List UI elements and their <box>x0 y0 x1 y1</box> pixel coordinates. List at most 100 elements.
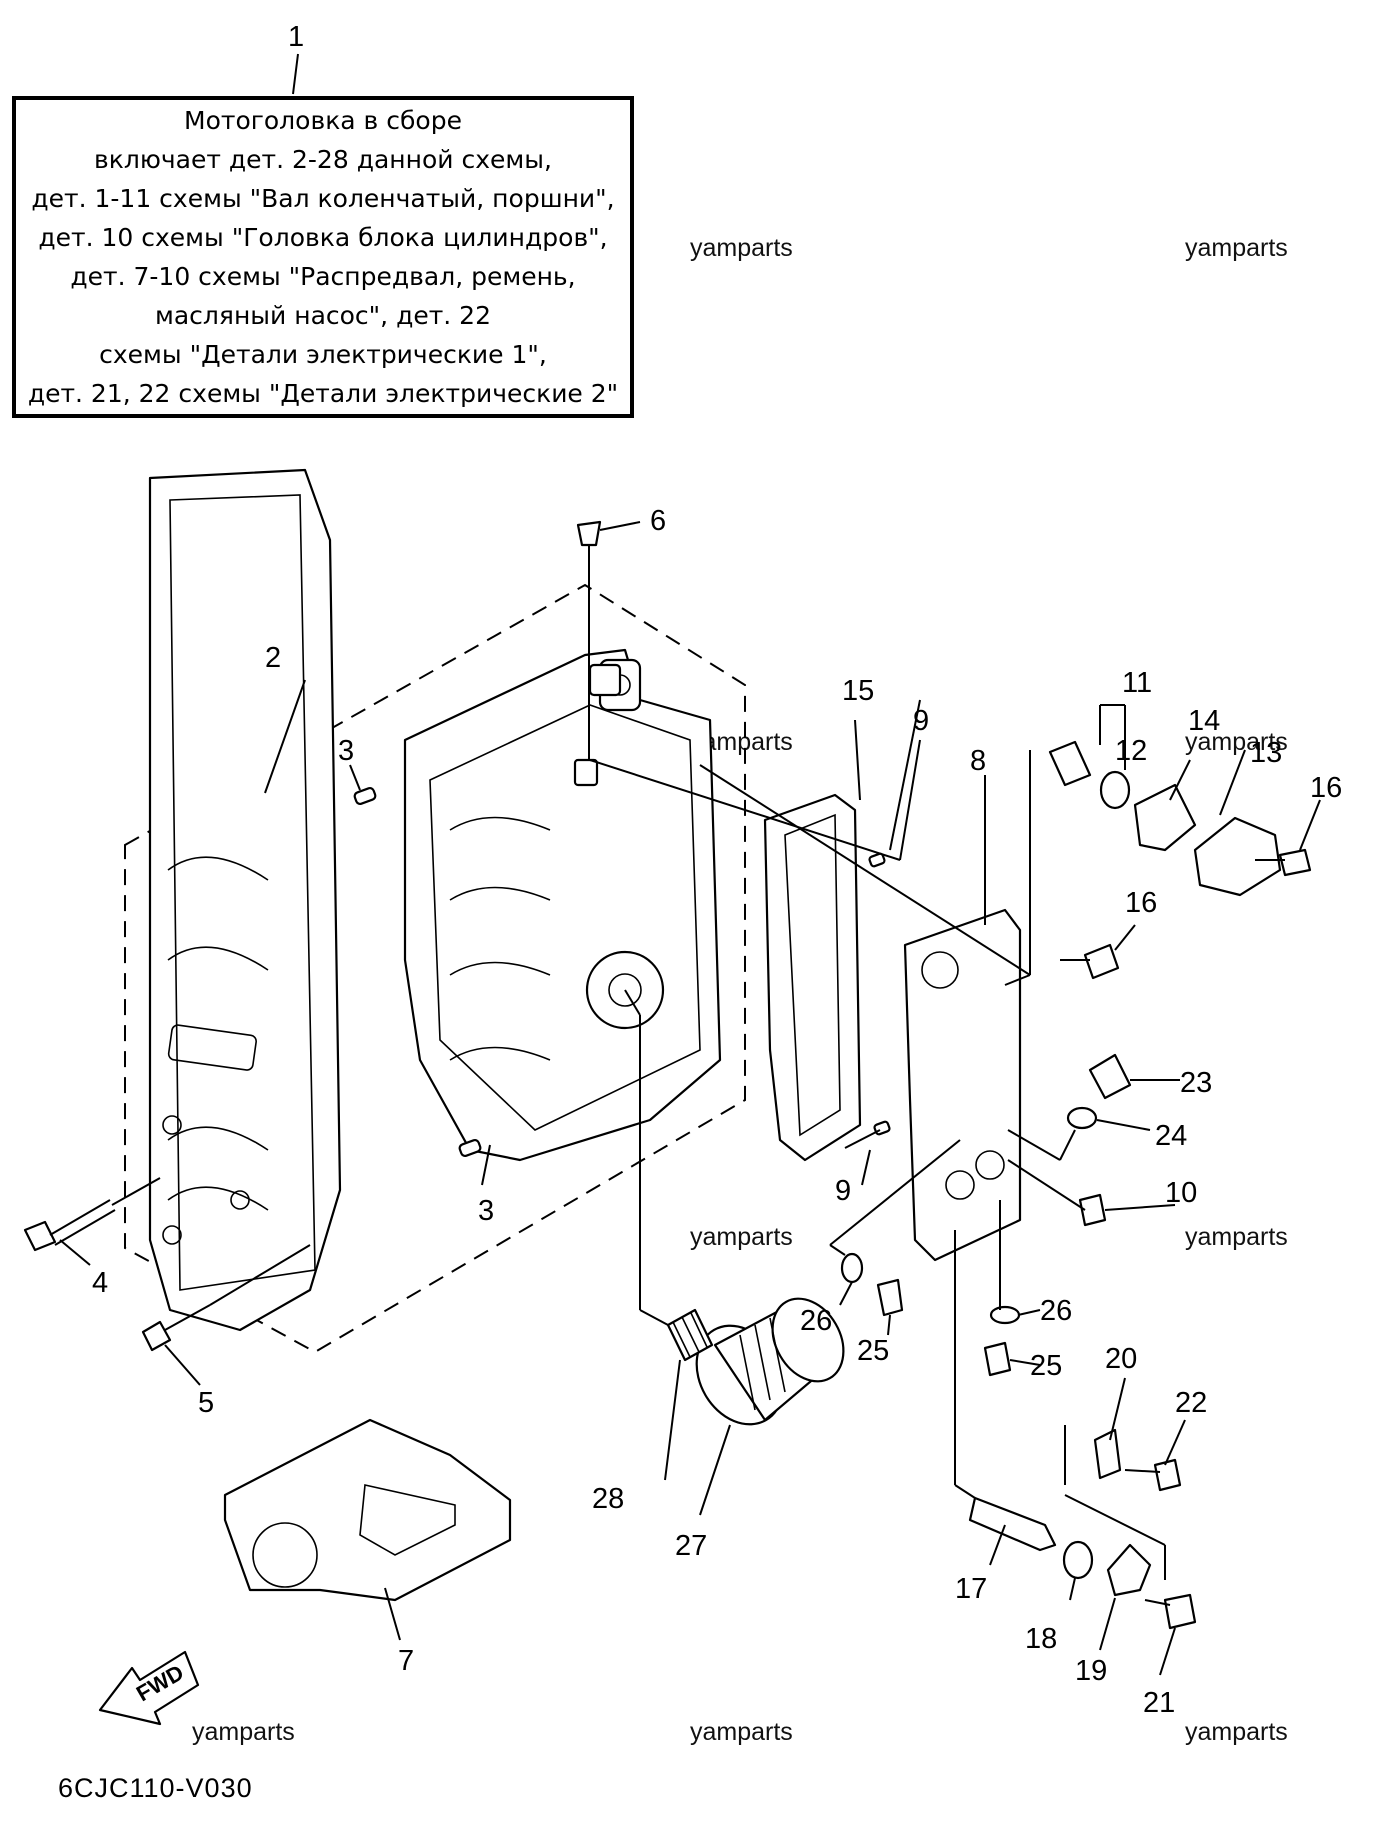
callout-27: 27 <box>675 1530 707 1562</box>
leader-line <box>599 521 641 531</box>
callout-23: 23 <box>1180 1067 1212 1099</box>
gasket-15-inner <box>784 813 841 1137</box>
bolt-22-head <box>1153 1458 1182 1492</box>
callout-8: 8 <box>970 745 986 777</box>
callout-25: 25 <box>1030 1350 1062 1382</box>
callout-21: 21 <box>1143 1687 1175 1719</box>
bolt-5-head <box>141 1320 172 1352</box>
watermark: yamparts <box>1185 234 1288 262</box>
watermark: yamparts <box>192 1718 295 1746</box>
watermark: yamparts <box>690 1718 793 1746</box>
plug-25 <box>876 1278 904 1317</box>
note-line: дет. 1-11 схемы "Вал коленчатый, поршни"… <box>31 184 615 213</box>
note-line: масляный насос", дет. 22 <box>155 301 491 330</box>
callout-19: 19 <box>1075 1655 1107 1687</box>
callout-11: 11 <box>1122 667 1152 699</box>
dowel-pin-9 <box>868 852 886 868</box>
cover-port <box>945 1170 975 1200</box>
callouts: 2 3 3 4 5 6 7 8 9 9 10 11 12 13 14 15 16… <box>92 505 1342 1719</box>
washer-12 <box>1099 770 1131 810</box>
bolt-16-head <box>1083 943 1120 980</box>
callout-9: 9 <box>835 1175 851 1207</box>
bolt-21-shank <box>1144 1599 1171 1606</box>
oil-pan-gasket-7 <box>223 1418 512 1602</box>
dowel-pin-3 <box>458 1138 482 1158</box>
callout-9: 9 <box>913 705 929 737</box>
note-line: дет. 7-10 схемы "Распредвал, ремень, <box>70 262 576 291</box>
callout-28: 28 <box>592 1483 624 1515</box>
callout-18: 18 <box>1025 1623 1057 1655</box>
callout-10: 10 <box>1165 1177 1197 1209</box>
gasket-window <box>359 1484 456 1556</box>
bolt-4-head <box>23 1220 57 1252</box>
callout-3: 3 <box>338 735 354 767</box>
callout-13: 13 <box>1250 737 1282 769</box>
strainer-17 <box>968 1496 1057 1552</box>
leader-line <box>111 1177 161 1206</box>
crankcase <box>148 468 342 1332</box>
gasket-15 <box>763 793 862 1162</box>
note-line: схемы "Детали электрические 1", <box>99 340 547 369</box>
callout-16: 16 <box>1125 887 1157 919</box>
cover-plate-8 <box>903 908 1022 1262</box>
assembly-boundary <box>124 583 746 1354</box>
callout-16: 16 <box>1310 772 1342 804</box>
callout-14: 14 <box>1188 705 1220 737</box>
note-line: включает дет. 2-28 данной схемы, <box>94 145 552 174</box>
leader-lines <box>59 679 1321 1676</box>
bolt-21-head <box>1163 1593 1197 1630</box>
watermark: yamparts <box>690 1223 793 1251</box>
dowel-pin-3 <box>353 786 377 806</box>
callout-1: 1 <box>288 21 304 53</box>
o-ring-24 <box>1066 1106 1098 1130</box>
fitting-11 <box>1048 740 1092 787</box>
gasket-14 <box>1133 783 1197 852</box>
bracket-19 <box>1106 1543 1152 1597</box>
washer-26 <box>989 1305 1021 1325</box>
fitting-10 <box>1078 1193 1107 1227</box>
plug-23 <box>1088 1053 1132 1100</box>
callout-12: 12 <box>1115 735 1147 767</box>
union-28-threads <box>672 1312 708 1358</box>
callout-17: 17 <box>955 1573 987 1605</box>
callout-2: 2 <box>265 642 281 674</box>
diagram-code: 6CJC110-V030 <box>58 1773 253 1803</box>
watermark: yamparts <box>1185 728 1288 756</box>
plug-6 <box>576 520 602 547</box>
callout-15: 15 <box>842 675 874 707</box>
callout-22: 22 <box>1175 1387 1207 1419</box>
callout-26: 26 <box>1040 1295 1072 1327</box>
watermark: yamparts <box>1185 1718 1288 1746</box>
bolt-5-shank <box>164 1304 211 1331</box>
grommet-18 <box>1062 1540 1094 1580</box>
callout-24: 24 <box>1155 1120 1187 1152</box>
housing-13 <box>1193 816 1282 897</box>
callout-5: 5 <box>198 1387 214 1419</box>
callout-4: 4 <box>92 1267 108 1299</box>
oil-filter-27 <box>695 1297 845 1426</box>
callout-6: 6 <box>650 505 666 537</box>
cylinder-block <box>403 648 722 1162</box>
washer-26 <box>840 1252 864 1284</box>
clamp-20 <box>1093 1428 1122 1480</box>
callout-26: 26 <box>800 1305 832 1337</box>
leader-line <box>209 1244 311 1306</box>
bolt-4-shank <box>49 1199 111 1236</box>
plug-25 <box>983 1341 1012 1377</box>
gasket-hole <box>252 1522 318 1588</box>
callout-20: 20 <box>1105 1343 1137 1375</box>
fwd-arrow-icon: FWD <box>98 1650 200 1726</box>
note-line: Мотоголовка в сборе <box>184 106 462 135</box>
note-line: дет. 21, 22 схемы "Детали электрические … <box>27 379 619 408</box>
note-line: дет. 10 схемы "Головка блока цилиндров", <box>38 223 608 252</box>
callout-7: 7 <box>398 1645 414 1677</box>
bolt-4-shank <box>54 1209 116 1246</box>
callout-3: 3 <box>478 1195 494 1227</box>
assembly-note-box: Мотоголовка в сборе включает дет. 2-28 д… <box>12 96 634 418</box>
cover-port <box>921 951 959 989</box>
watermark: yamparts <box>690 234 793 262</box>
callout-25: 25 <box>857 1335 889 1367</box>
watermark: yamparts <box>1185 1223 1288 1251</box>
